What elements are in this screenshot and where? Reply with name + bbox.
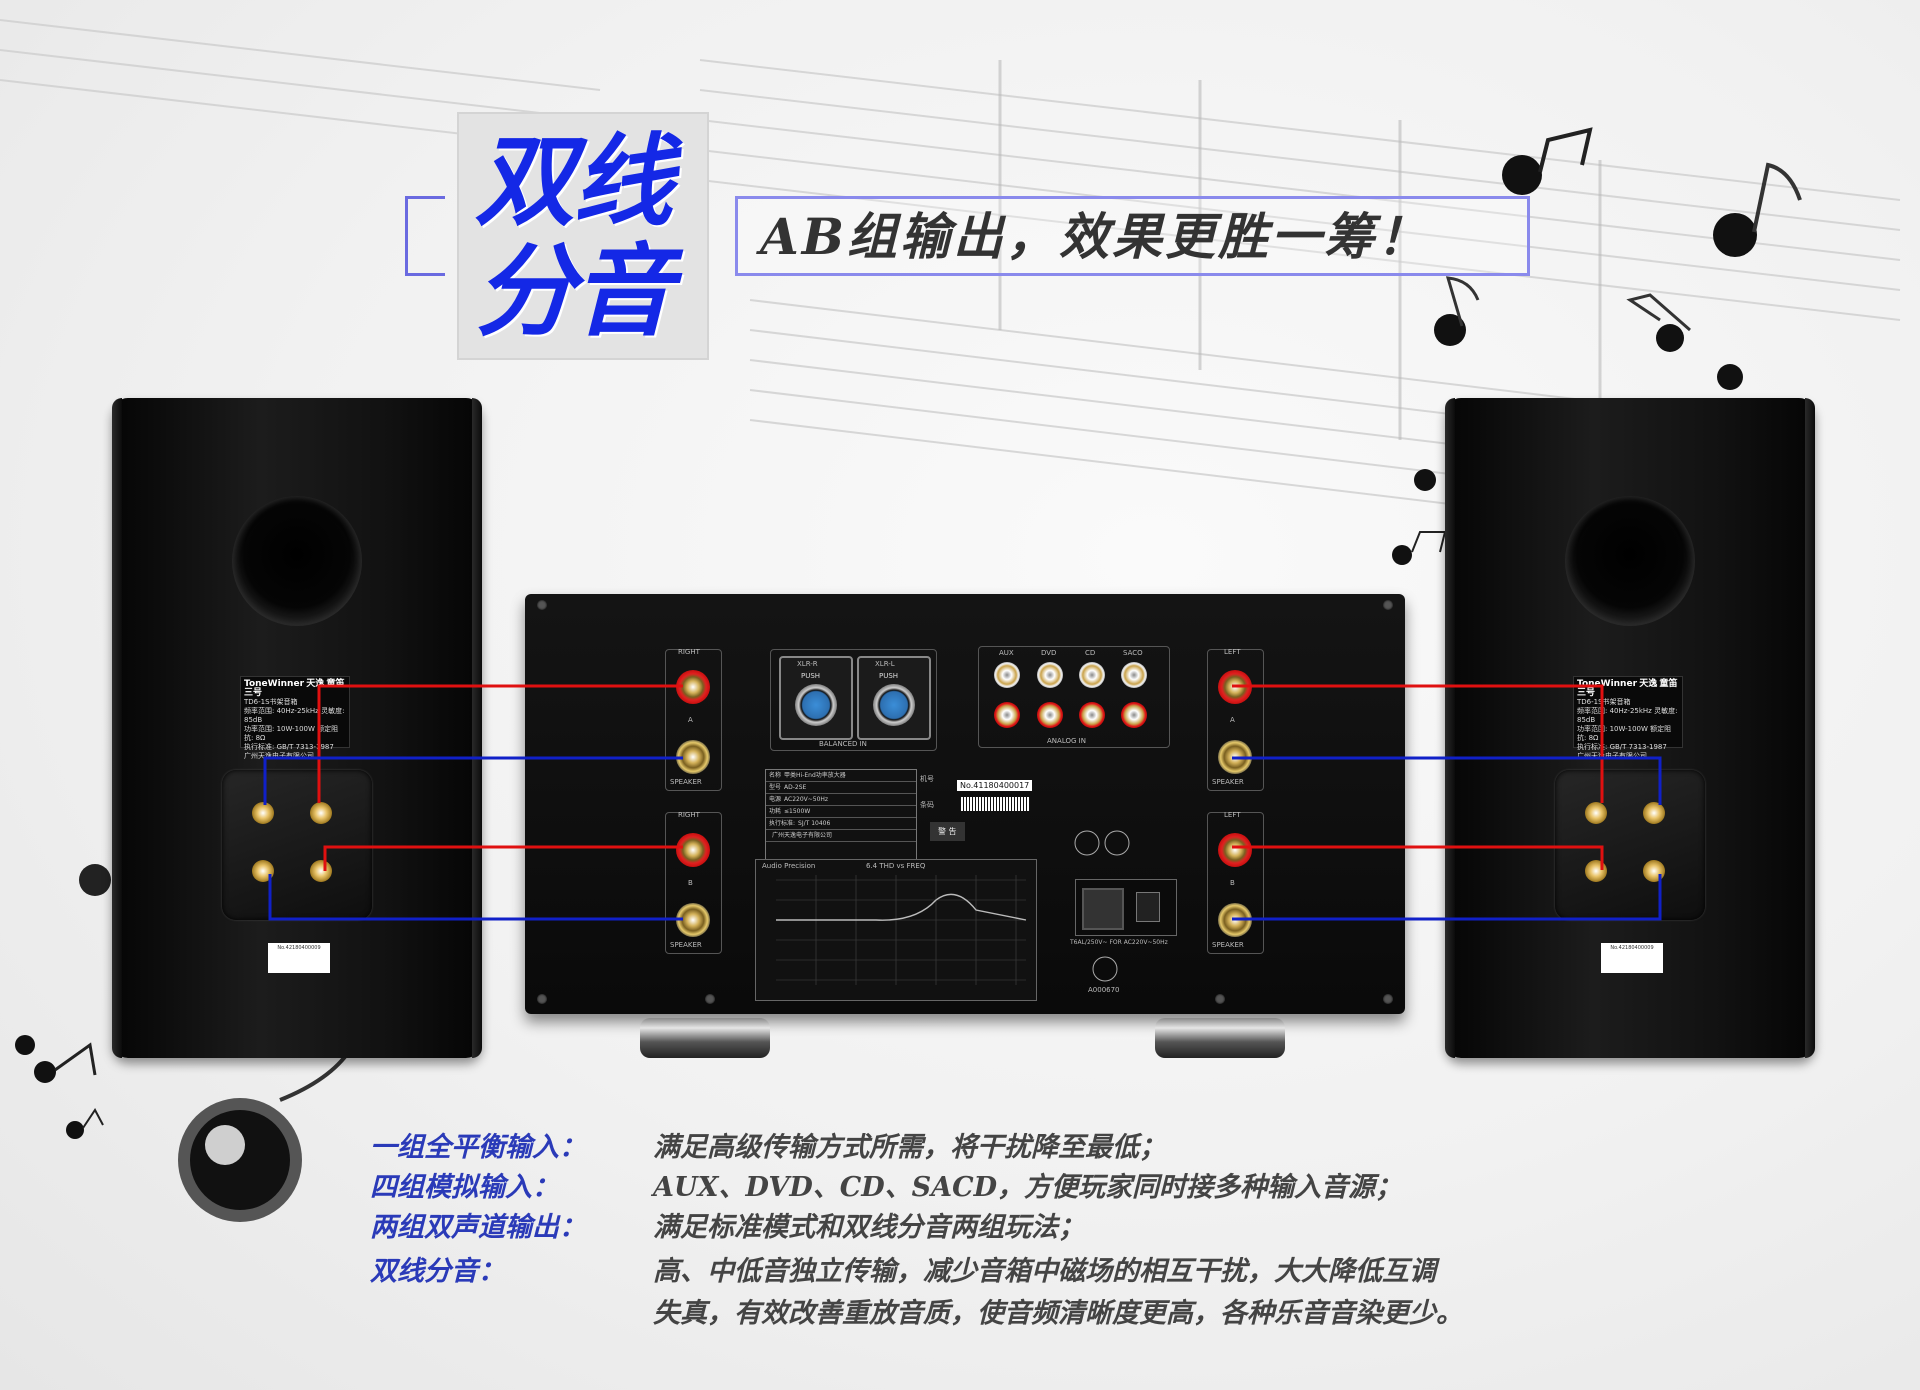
power-inlet	[1075, 879, 1177, 936]
binding-post[interactable]	[310, 802, 332, 824]
wire-red-b-right	[1232, 845, 1604, 870]
amp-serial-label: No.41180400017	[957, 780, 1033, 791]
serial-sticker: No.42180400009	[1601, 943, 1663, 973]
feature-label: 双线分音：	[370, 1256, 505, 1287]
amplifier-rear-panel: RIGHT A SPEAKER RIGHT B SPEAKER LEFT A S…	[525, 594, 1405, 1014]
wire-blue-b-left	[268, 874, 683, 921]
analog-input-panel: AUX DVD CD SACO ANALOG IN	[978, 646, 1170, 748]
power-socket[interactable]	[1082, 888, 1124, 930]
subtitle-frame	[735, 196, 1530, 276]
balanced-input-panel: XLR-R PUSH XLR-L PUSH BALANCED IN	[770, 649, 937, 751]
feature-desc: AUX、DVD、CD、SACD，方便玩家同时接多种输入音源；	[653, 1172, 1402, 1203]
amp-foot	[640, 1018, 770, 1058]
binding-post[interactable]	[1585, 802, 1607, 824]
xlr-left-jack[interactable]: XLR-L PUSH	[857, 656, 931, 740]
serial-sticker: No.42180400009	[268, 943, 330, 973]
music-note-icon	[15, 1035, 104, 1139]
rca-dvd-left[interactable]	[1037, 662, 1063, 688]
feature-label: 两组双声道输出：	[370, 1212, 586, 1243]
amp-foot	[1155, 1018, 1285, 1058]
rca-saco-left[interactable]	[1121, 662, 1147, 688]
thd-frequency-graph: Audio Precision 6.4 THD vs FREQ	[755, 859, 1037, 1001]
left-speaker: ToneWinner 天逸 童笛三号 TD6-1S书架音箱 频率范围: 40Hz…	[112, 398, 482, 1058]
output-group-b-right: RIGHT B SPEAKER	[665, 811, 722, 954]
wire-blue-a-right	[1232, 756, 1662, 805]
right-speaker: ToneWinner 天逸 童笛三号 TD6-1S书架音箱 频率范围: 40Hz…	[1445, 398, 1815, 1058]
ccc-icon	[1090, 954, 1120, 986]
xlr-right-jack[interactable]: XLR-R PUSH	[779, 656, 853, 740]
binding-post-plate	[222, 770, 372, 920]
wire-red-a-right	[1232, 684, 1604, 803]
feature-desc: 满足标准模式和双线分音两组玩法；	[653, 1212, 1085, 1243]
wire-blue-b-right	[1232, 874, 1662, 921]
speaker-spec-label: ToneWinner 天逸 童笛三号 TD6-1S书架音箱 频率范围: 40Hz…	[1573, 676, 1683, 760]
music-note-icon	[1392, 469, 1447, 565]
music-note-icon	[1502, 127, 1593, 195]
barcode	[960, 797, 1030, 811]
feature-desc: 高、中低音独立传输，减少音箱中磁场的相互干扰，大大降低互调	[653, 1256, 1436, 1287]
recycle-icon	[1073, 829, 1133, 859]
feature-label: 四组模拟输入：	[370, 1172, 559, 1203]
speaker-spec-label: ToneWinner 天逸 童笛三号 TD6-1S书架音箱 频率范围: 40Hz…	[240, 676, 350, 760]
feature-desc: 满足高级传输方式所需，将干扰降至最低；	[653, 1132, 1166, 1163]
wire-red-a-left	[317, 684, 683, 803]
music-note-icon	[1713, 162, 1802, 257]
title-heading: 双线 分音	[475, 126, 705, 346]
music-note-icon	[79, 864, 111, 896]
power-switch[interactable]	[1136, 892, 1160, 922]
subtitle: AB组输出，效果更胜一筹！	[760, 207, 1431, 266]
bass-port	[232, 496, 362, 626]
title-line-2: 分音	[475, 232, 673, 350]
feature-desc: 失真，有效改善重放音质，使音频清晰度更高，各种乐音音染更少。	[653, 1298, 1463, 1329]
binding-post[interactable]	[252, 802, 274, 824]
title-line-1: 双线	[475, 122, 673, 240]
music-note-icon	[1434, 276, 1480, 346]
speaker-terminal-positive[interactable]	[1218, 833, 1252, 867]
binding-post[interactable]	[1643, 802, 1665, 824]
rca-dvd-right[interactable]	[1037, 702, 1063, 728]
rca-cd-right[interactable]	[1079, 702, 1105, 728]
rca-aux-right[interactable]	[994, 702, 1020, 728]
glass-sphere-icon	[178, 1048, 352, 1222]
rca-cd-left[interactable]	[1079, 662, 1105, 688]
rca-saco-right[interactable]	[1121, 702, 1147, 728]
binding-post-plate	[1555, 770, 1705, 920]
bass-port	[1565, 496, 1695, 626]
music-note-icon	[1626, 293, 1743, 390]
title-badge	[457, 112, 709, 360]
rca-aux-left[interactable]	[994, 662, 1020, 688]
wire-red-b-left	[323, 845, 683, 871]
speaker-terminal-positive[interactable]	[676, 833, 710, 867]
feature-label: 一组全平衡输入：	[370, 1132, 586, 1163]
title-left-bracket	[405, 196, 445, 276]
wire-blue-a-left	[263, 756, 683, 805]
